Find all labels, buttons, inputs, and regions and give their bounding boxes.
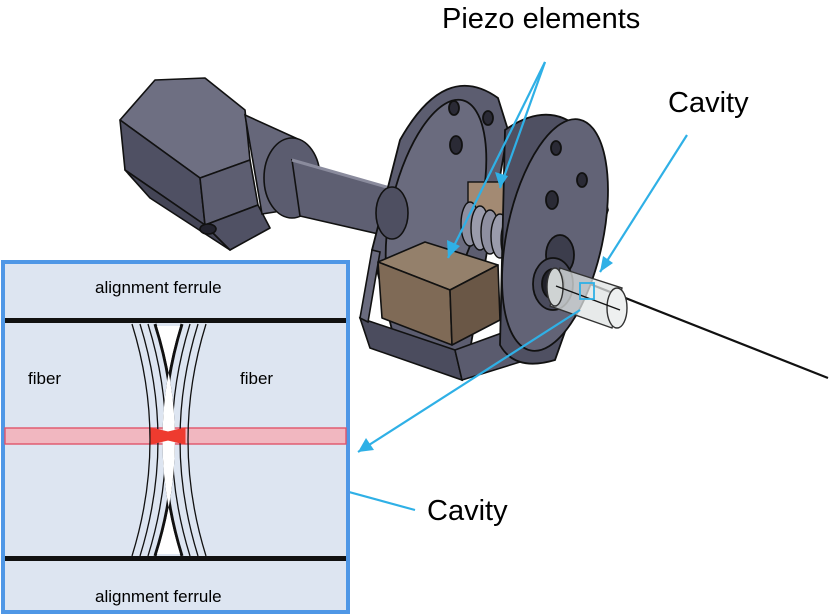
fiber-label-left: fiber	[28, 369, 61, 388]
fiber-label-right: fiber	[240, 369, 273, 388]
cavity-label-inset: Cavity	[427, 495, 508, 527]
cavity-mode	[150, 427, 186, 445]
cavity-highlight-box	[579, 282, 595, 300]
output-fiber	[589, 282, 829, 380]
piezo-arrow-2	[498, 61, 547, 189]
cavity-arrow-top	[599, 134, 688, 273]
inset-arrow	[357, 309, 581, 453]
shaft	[291, 158, 397, 240]
hex-nut	[119, 77, 271, 251]
piezo-block-front	[377, 241, 501, 346]
ferrule-label-bottom: alignment ferrule	[95, 587, 222, 606]
piezo-arrow-1	[447, 61, 546, 259]
inset-panel	[1, 260, 350, 614]
ferrule-label-top: alignment ferrule	[95, 278, 222, 297]
piezo-label: Piezo elements	[442, 3, 640, 35]
shaft-flange	[375, 186, 409, 240]
glass-ferrule	[546, 267, 628, 329]
cavity-label-top: Cavity	[668, 87, 749, 119]
